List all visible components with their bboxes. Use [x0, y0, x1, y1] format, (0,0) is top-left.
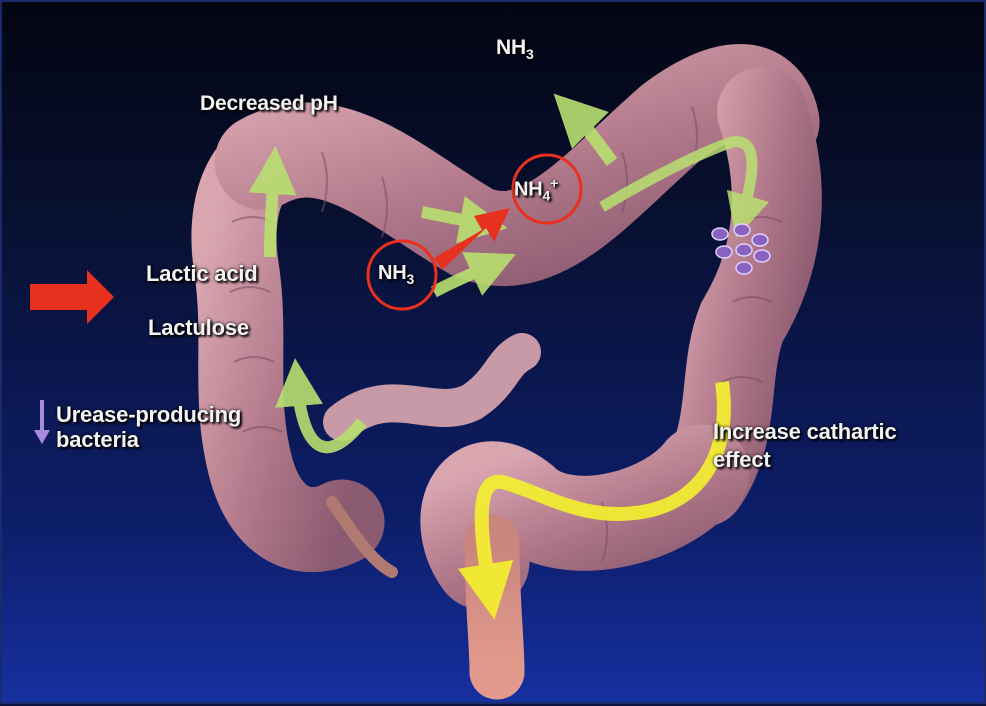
nh3-mid-label: NH3: [378, 262, 414, 287]
red-pointer-arrow: [30, 270, 114, 324]
decrease-arrow-icon: [34, 400, 50, 444]
decreased-ph-label: Decreased pH: [200, 92, 338, 116]
green-flow-arrow-upper: [270, 170, 274, 257]
transverse-colon: [262, 92, 772, 239]
lactulose-label: Lactulose: [148, 315, 249, 341]
lactic-acid-label: Lactic acid: [146, 261, 258, 287]
urease-bacteria-label: Urease-producing bacteria: [56, 402, 241, 452]
ascending-colon: [234, 152, 342, 530]
small-intestine: [342, 352, 522, 422]
nh4-label: NH4+: [514, 175, 558, 204]
rectum: [492, 542, 497, 672]
nh3-top-label: NH3: [496, 36, 534, 62]
cathartic-effect-label: Increase cathartic effect: [713, 418, 897, 474]
